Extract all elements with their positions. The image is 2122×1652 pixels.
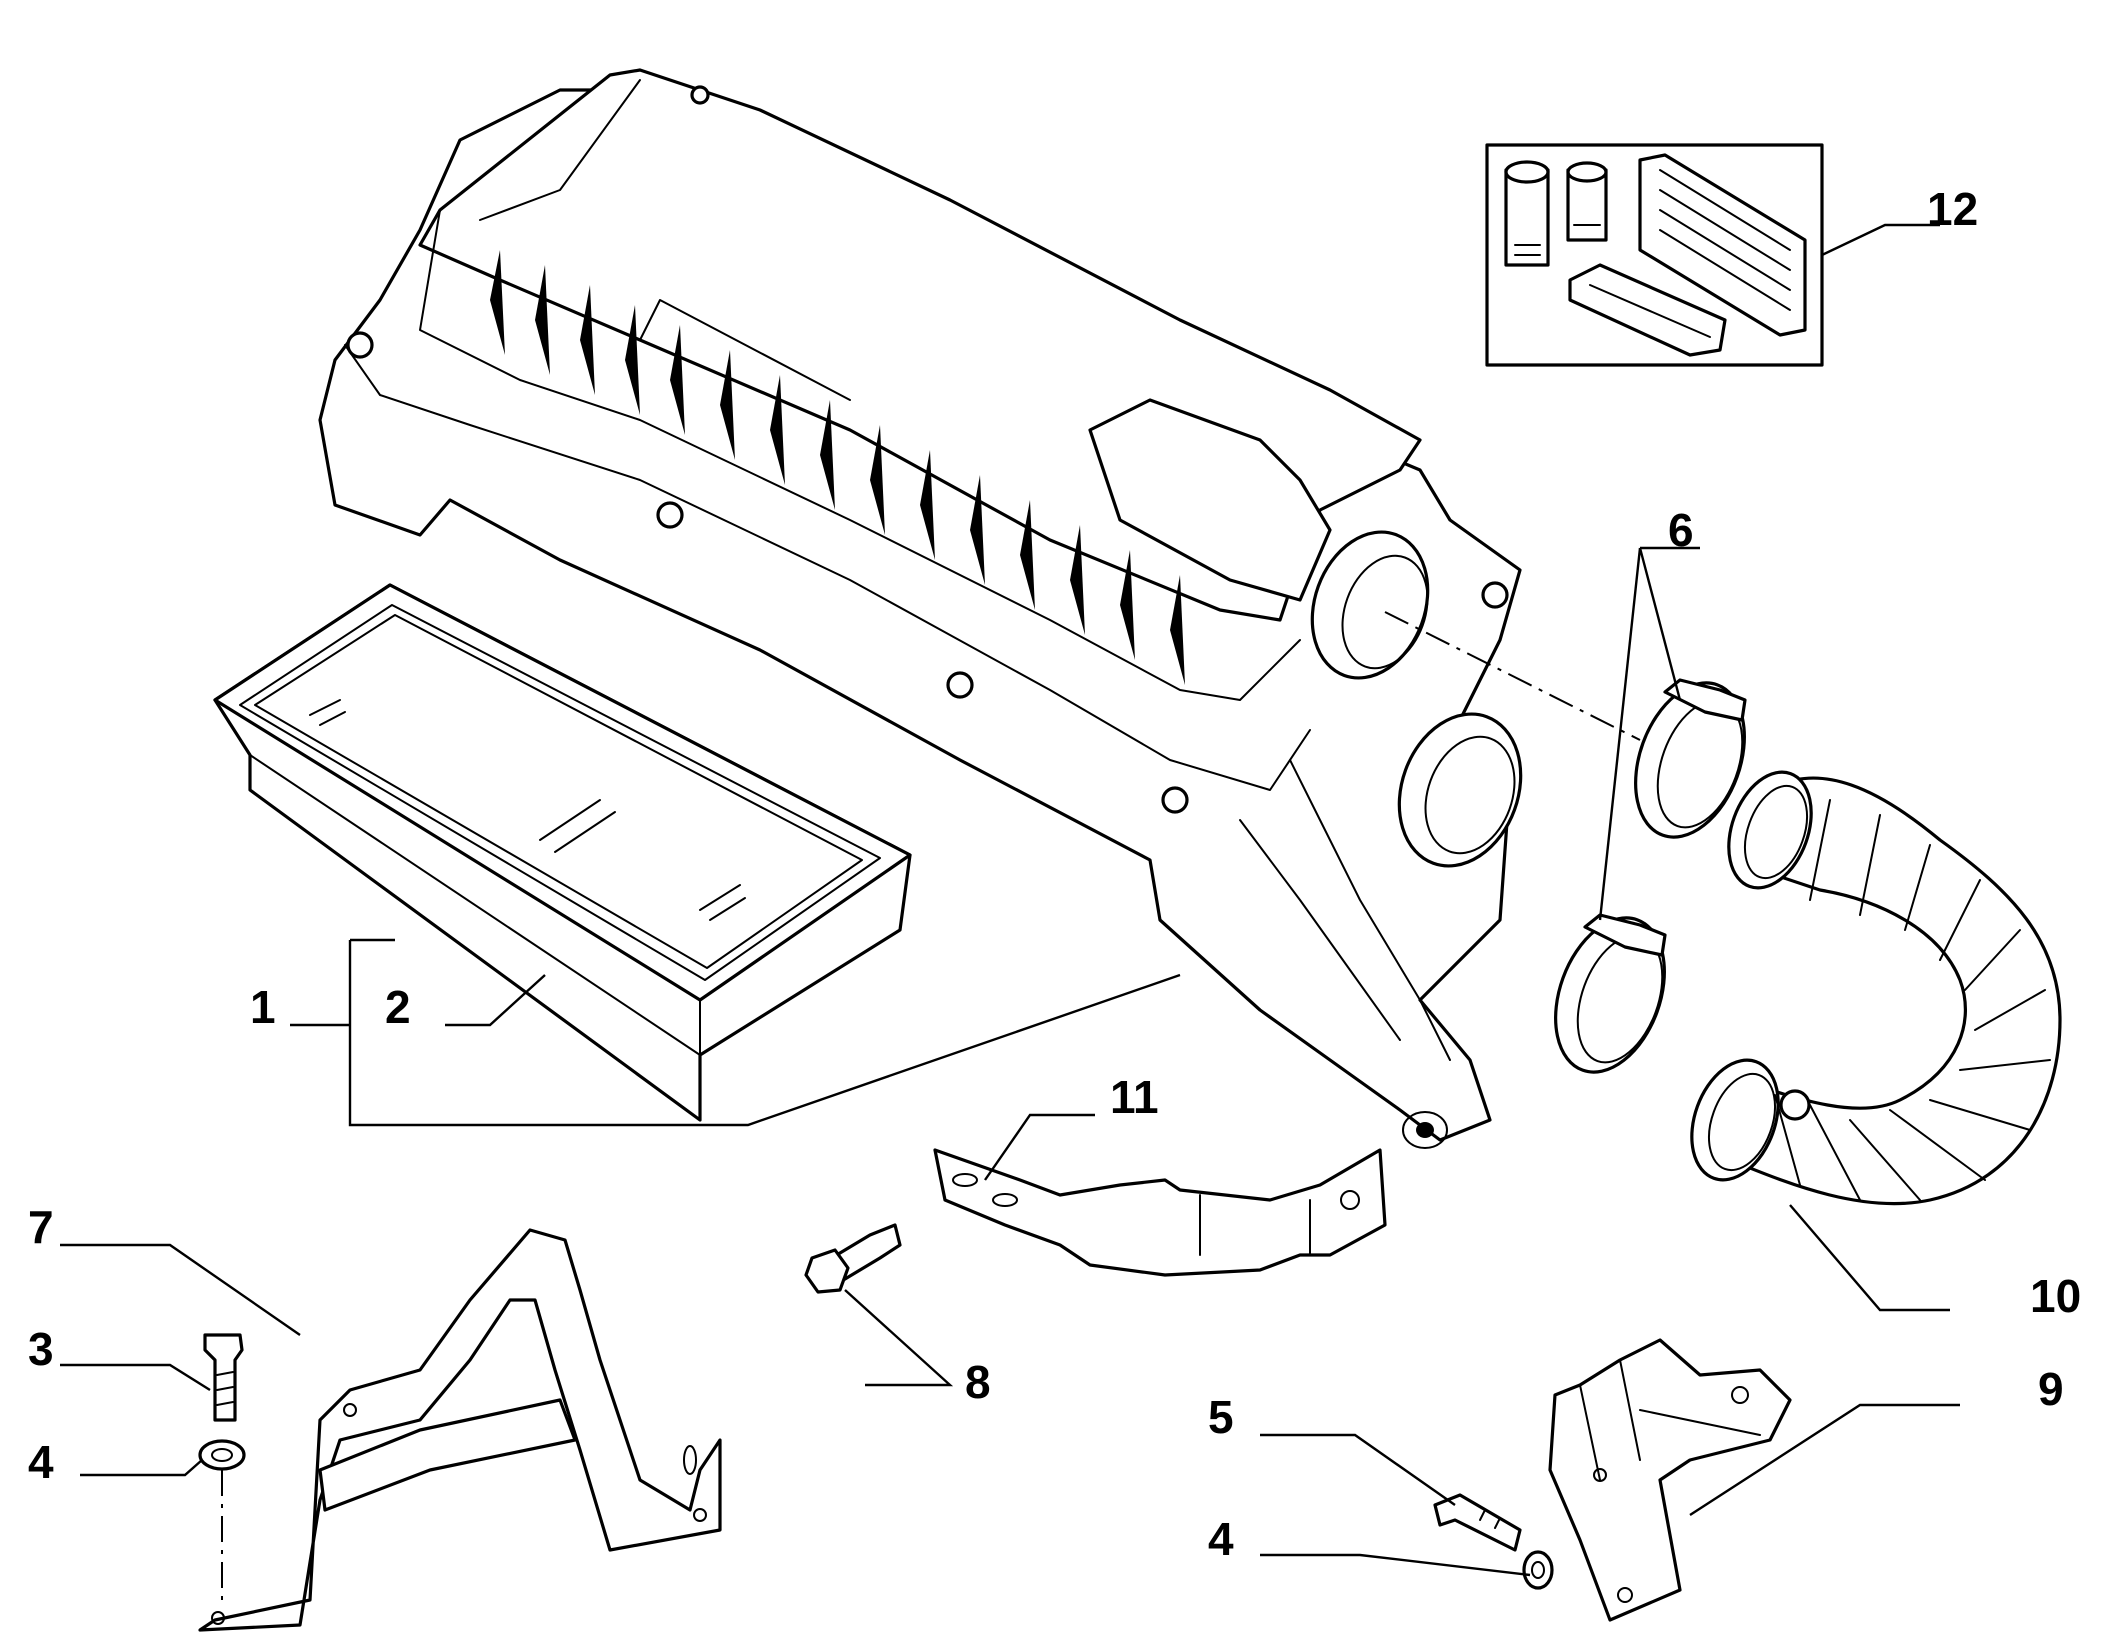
support-bracket — [933, 1148, 1387, 1277]
hose-clamp-upper — [1634, 678, 1747, 839]
callout-7: 7 — [28, 1201, 54, 1253]
bolt-8 — [804, 1223, 902, 1294]
callout-2: 2 — [385, 981, 411, 1033]
washer-4-right — [1522, 1550, 1554, 1590]
bolt-3 — [203, 1333, 244, 1422]
callout-11: 11 — [1110, 1071, 1159, 1123]
washer-4-left — [198, 1439, 246, 1471]
filter-kit-box — [1485, 143, 1824, 367]
callout-1: 1 — [250, 981, 276, 1033]
sensor-bracket — [1548, 1338, 1792, 1622]
callout-12: 12 — [1927, 183, 1978, 235]
callout-4-left: 4 — [28, 1436, 54, 1488]
callout-5: 5 — [1208, 1391, 1234, 1443]
mounting-bracket — [198, 1228, 722, 1632]
callout-8: 8 — [965, 1356, 991, 1408]
callout-4-right: 4 — [1208, 1513, 1234, 1565]
panel-air-filter-icon — [1638, 153, 1807, 337]
hose-clamp-lower — [1554, 913, 1667, 1074]
callout-labels: 1 2 3 4 5 4 6 7 8 9 10 11 12 — [28, 183, 2081, 1565]
air-intake-hose — [1690, 770, 2062, 1206]
callout-3: 3 — [28, 1323, 54, 1375]
callout-9: 9 — [2038, 1363, 2064, 1415]
air-filter-housing — [318, 68, 1523, 1149]
leader-lines — [60, 223, 1960, 1600]
fuel-filter-icon — [1566, 161, 1608, 242]
cabin-filter-icon — [1568, 263, 1727, 357]
bolt-5 — [1433, 1493, 1522, 1552]
air-filter-element — [213, 583, 912, 1122]
callout-10: 10 — [2030, 1270, 2081, 1322]
callout-6: 6 — [1668, 504, 1694, 556]
oil-filter-icon — [1504, 160, 1550, 267]
